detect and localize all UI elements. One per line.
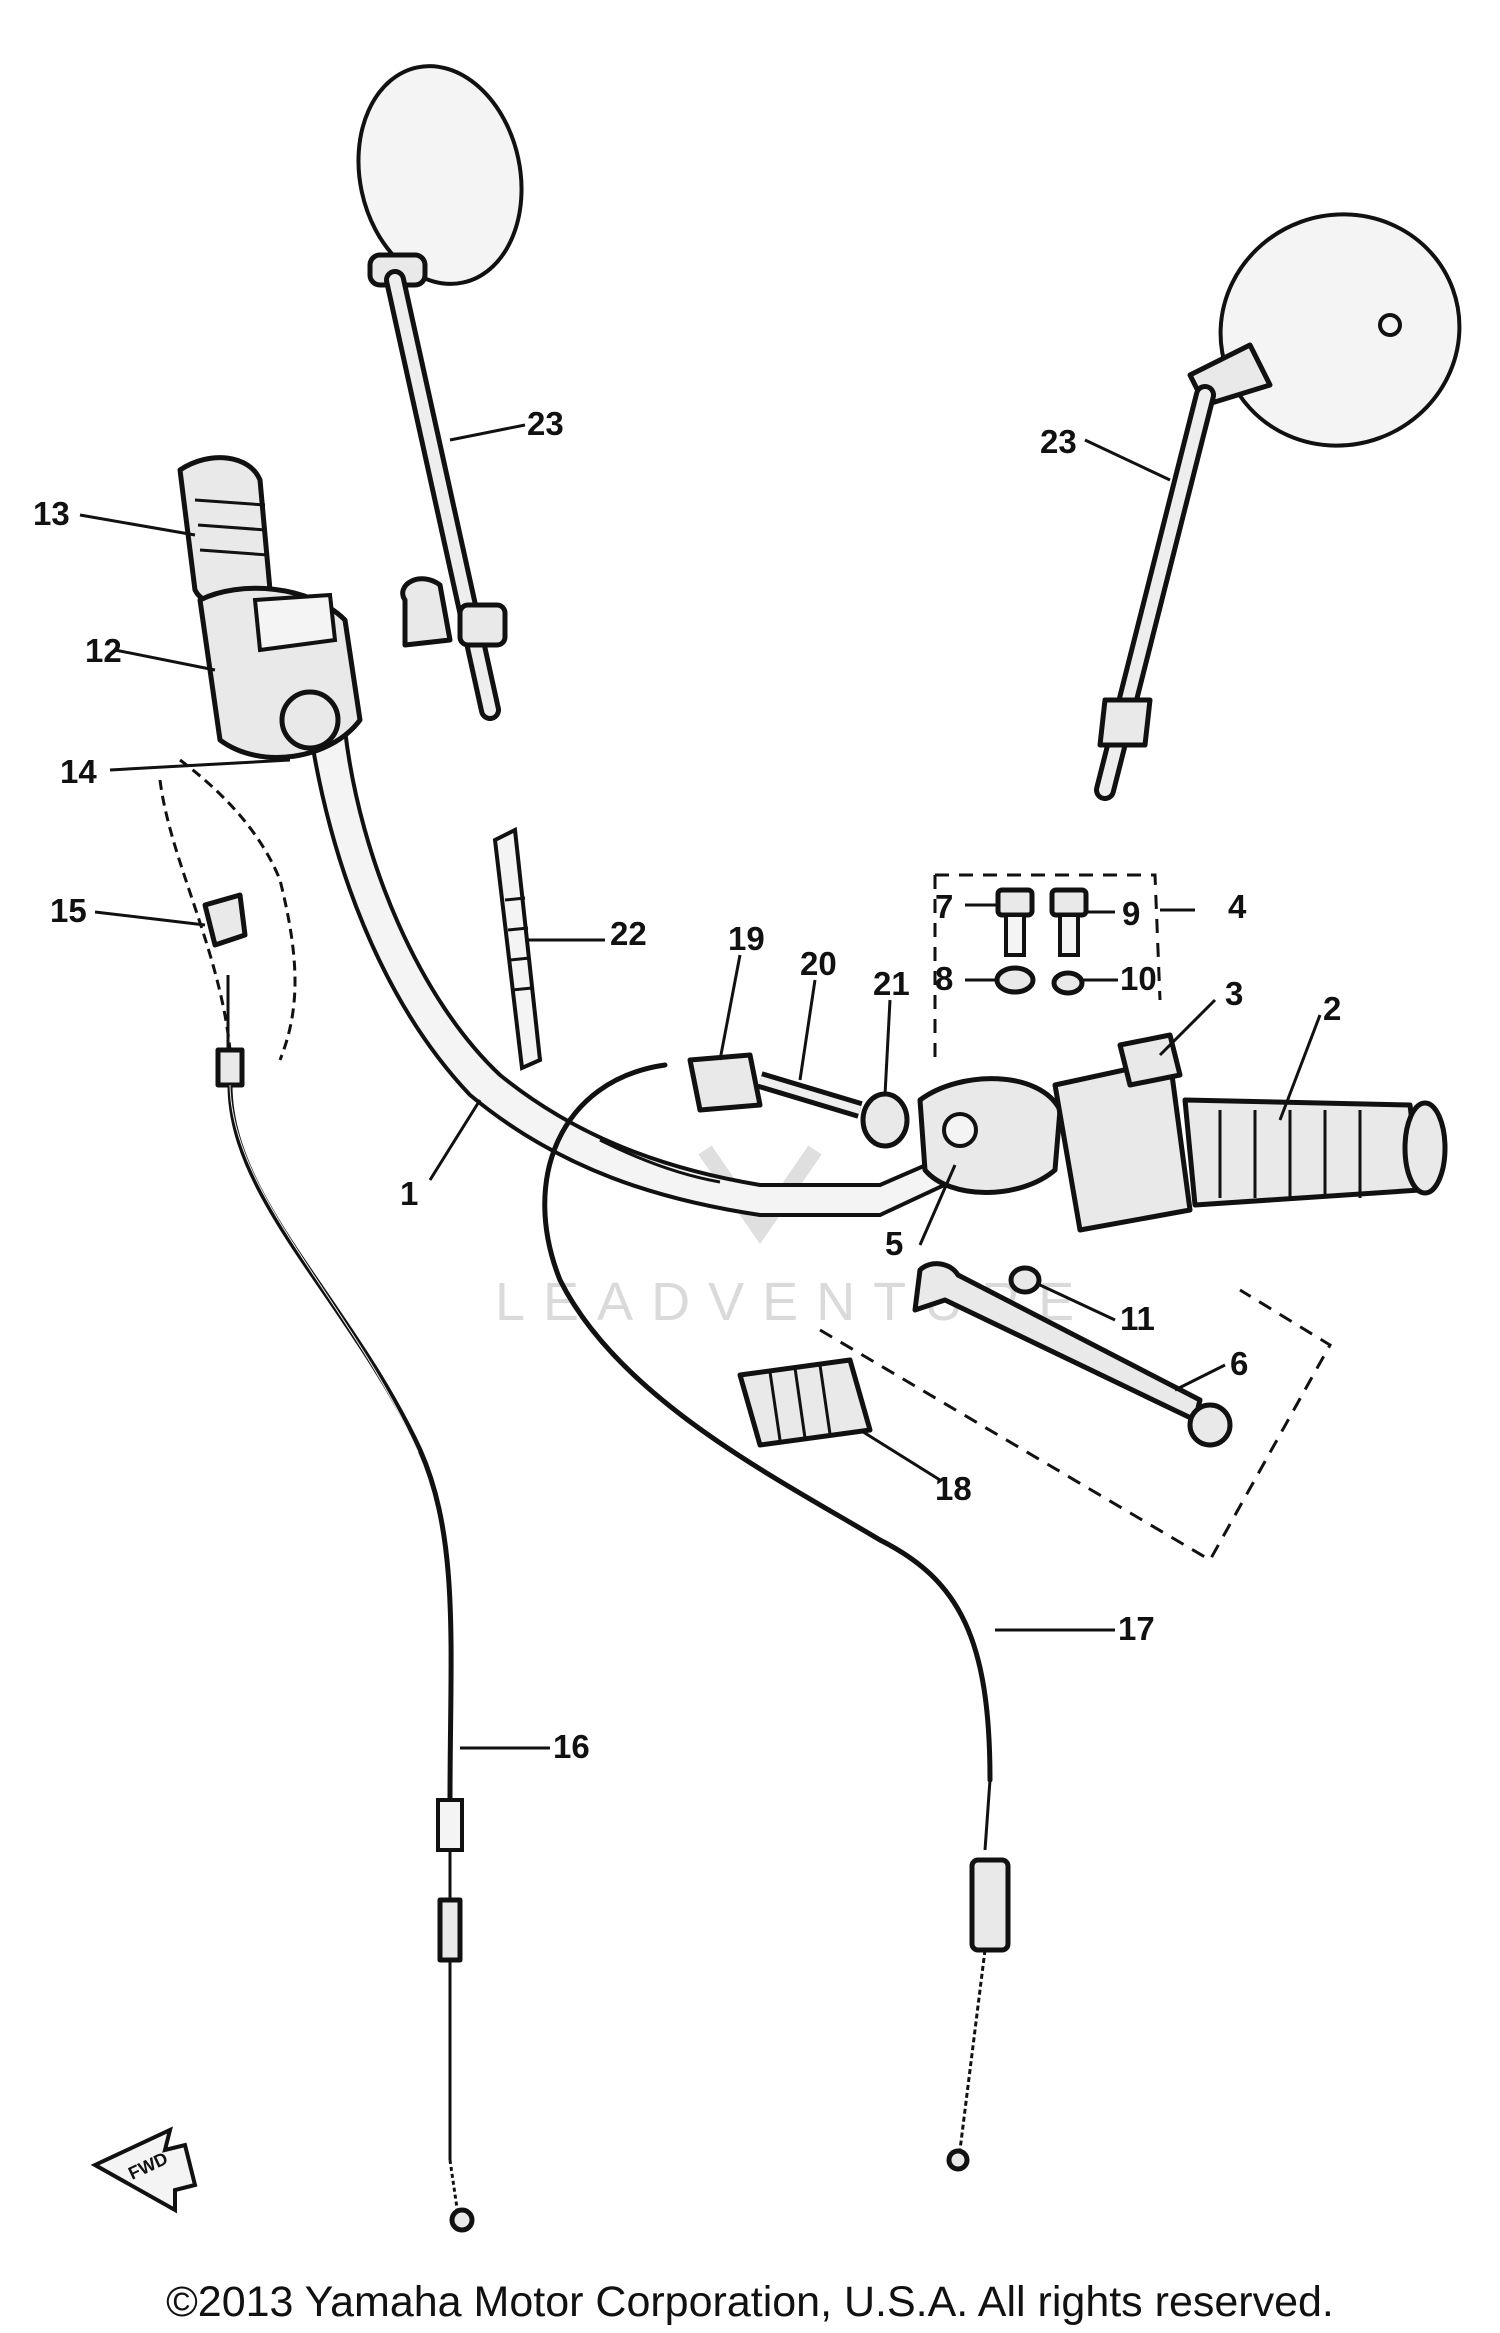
callout-20: 20 — [800, 945, 837, 982]
callout-10: 10 — [1120, 960, 1157, 997]
callout-3: 3 — [1225, 975, 1243, 1012]
bolt-9 — [1049, 887, 1089, 957]
right-mirror — [1094, 212, 1462, 801]
clutch-cable — [542, 1062, 1011, 2172]
right-switch-housing — [1052, 1032, 1193, 1233]
callout-18: 18 — [935, 1470, 972, 1507]
callout-11: 11 — [1120, 1300, 1155, 1337]
copyright-notice: ©2013 Yamaha Motor Corporation, U.S.A. A… — [166, 2278, 1334, 2326]
callout-5: 5 — [885, 1225, 903, 1262]
callout-19: 19 — [728, 920, 765, 957]
callout-7: 7 — [935, 888, 953, 925]
cap-15 — [202, 892, 248, 948]
callout-14: 14 — [60, 753, 97, 790]
throttle-cable — [215, 975, 475, 2233]
callout-17: 17 — [1118, 1610, 1155, 1647]
clutch-lever — [912, 1261, 1233, 1448]
callout-13: 13 — [33, 495, 70, 532]
callout-16: 16 — [553, 1728, 590, 1765]
fwd-arrow: FWD — [90, 2126, 198, 2214]
callout-2: 2 — [1323, 990, 1341, 1027]
assembly-box-4 — [819, 873, 1333, 1563]
callout-21: 21 — [873, 965, 910, 1002]
handlebar-knurl — [599, 1138, 721, 1184]
callout-labels: 13 12 14 15 1 2 3 4 7 9 8 10 11 6 5 18 1… — [33, 405, 1341, 1765]
mirror-clamp-left — [400, 576, 453, 648]
switch-18 — [737, 1357, 873, 1448]
cable-tie — [492, 826, 543, 1071]
left-mirror — [356, 64, 524, 721]
left-grip — [177, 455, 273, 608]
leader-lines — [79, 423, 1322, 1750]
cable-adjuster — [687, 1052, 910, 1149]
nut-11 — [1008, 1265, 1042, 1295]
clutch-lever-holder — [917, 1076, 1063, 1195]
callout-23-left: 23 — [527, 405, 564, 442]
bolt-7 — [995, 887, 1035, 957]
callout-8: 8 — [935, 960, 953, 997]
callout-6: 6 — [1230, 1345, 1248, 1382]
nut-10 — [1051, 970, 1085, 996]
callout-23-right: 23 — [1040, 423, 1077, 460]
callout-12: 12 — [85, 632, 122, 669]
callout-4: 4 — [1228, 888, 1247, 925]
callout-1: 1 — [400, 1175, 418, 1212]
right-grip — [1182, 1097, 1448, 1208]
left-holder-outline — [158, 758, 297, 1061]
callout-22: 22 — [610, 915, 647, 952]
callout-9: 9 — [1122, 895, 1140, 932]
nut-8 — [994, 965, 1036, 995]
callout-15: 15 — [50, 892, 87, 929]
left-switch-housing — [197, 585, 363, 760]
